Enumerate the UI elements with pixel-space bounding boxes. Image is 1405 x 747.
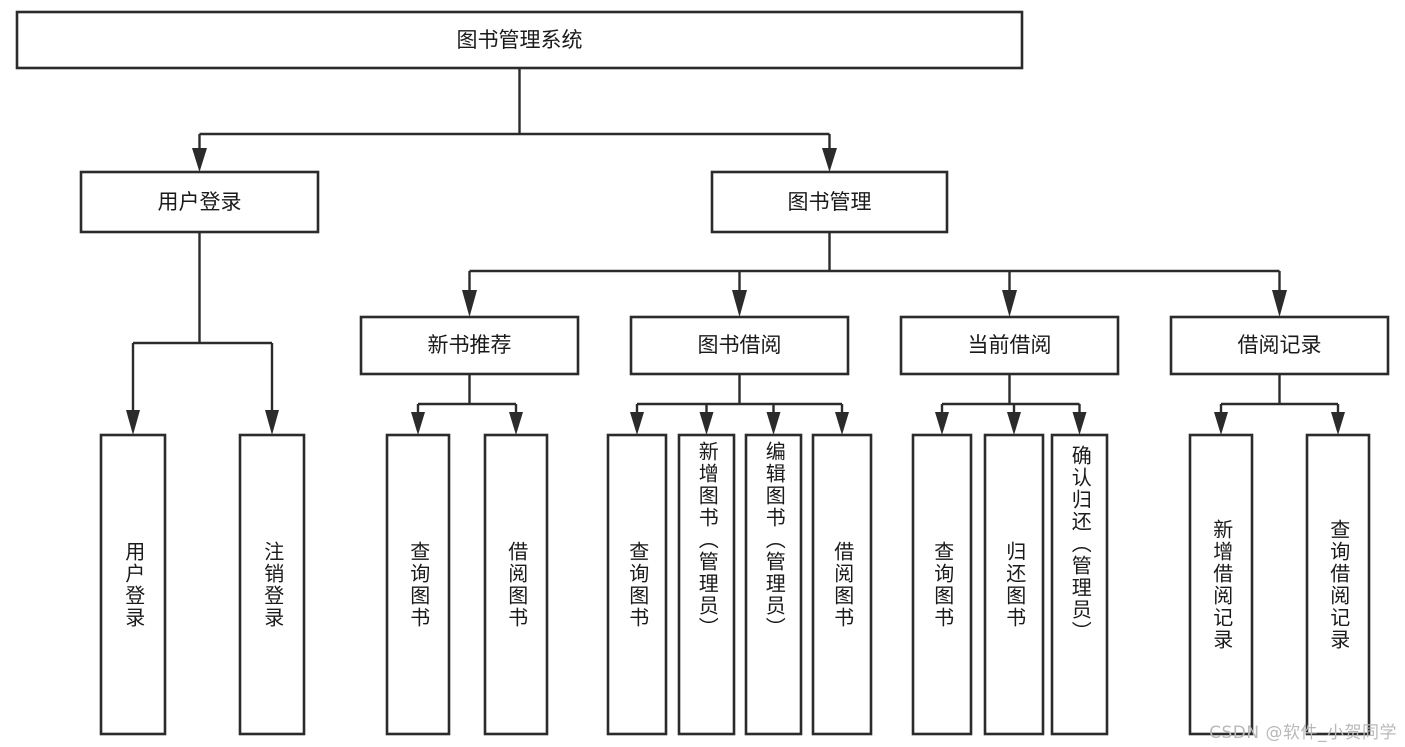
arrowhead-new-book-recommend [462,290,477,317]
arrowhead-leaf-query-record [1331,412,1345,435]
leaf-add-record-box[interactable] [1188,433,1254,736]
node-root-box[interactable] [15,10,1024,70]
node-new-book-recommend[interactable]: 新书推荐 [359,315,580,376]
node-current-borrow-box[interactable] [899,315,1120,376]
leaf-return-book-box[interactable] [983,433,1045,736]
connector-group-new-book-recommend [411,374,523,435]
arrowhead-leaf-return-book [1007,412,1021,435]
arrowhead-leaf-add-book [699,412,714,435]
arrowhead-leaf-confirm-return [1072,412,1087,435]
arrowhead-borrow-record [1272,290,1287,317]
node-root-label: 图书管理系统 [457,28,583,52]
leaf-confirm-return-box[interactable] [1050,433,1109,736]
node-new-book-recommend-box[interactable] [359,315,580,376]
node-user-login-label: 用户登录 [158,190,242,214]
leaf-query-record-box[interactable] [1305,433,1371,736]
leaf-query-book-2-box[interactable] [606,433,668,736]
node-book-manage-box[interactable] [710,170,949,234]
arrowhead-book-borrow [732,290,747,317]
node-borrow-record-box[interactable] [1169,315,1390,376]
connector-group-book-borrow [630,374,849,435]
leaf-borrow-book-1-box[interactable] [483,433,549,736]
arrowhead-book-manage [822,148,837,172]
leaf-user-logout-box[interactable] [238,433,306,736]
arrowhead-leaf-borrow-book-2 [835,412,849,435]
node-book-borrow[interactable]: 图书借阅 [629,315,850,376]
arrowhead-leaf-query-book-2 [630,412,644,435]
arrowhead-leaf-user-logout [265,410,279,435]
node-book-manage-label: 图书管理 [788,190,872,214]
leaf-borrow-book-2-box[interactable] [811,433,873,736]
arrowhead-user-login [192,148,207,172]
node-root[interactable]: 图书管理系统 [15,10,1024,70]
leaf-edit-book-box[interactable] [744,433,803,736]
connector-group-root [192,68,837,172]
node-user-login-box[interactable] [79,170,320,234]
node-current-borrow[interactable]: 当前借阅 [899,315,1120,376]
connector-group-current-borrow [935,374,1087,435]
connector-group-book-manage [462,232,1287,317]
node-book-borrow-box[interactable] [629,315,850,376]
node-new-book-recommend-label: 新书推荐 [428,333,512,357]
leaf-user-login-box[interactable] [99,433,167,736]
node-current-borrow-label: 当前借阅 [968,333,1052,357]
leaf-box-group [99,433,1371,736]
node-book-borrow-label: 图书借阅 [698,333,782,357]
connector-group-borrow-record [1214,374,1345,435]
arrowhead-leaf-user-login [126,410,140,435]
arrowhead-leaf-edit-book [766,412,781,435]
leaf-query-book-3-box[interactable] [911,433,973,736]
arrowhead-leaf-add-record [1214,412,1228,435]
node-borrow-record-label: 借阅记录 [1238,333,1322,357]
arrowhead-leaf-query-book-1 [411,412,425,435]
leaf-add-book-box[interactable] [677,433,736,736]
node-book-manage[interactable]: 图书管理 [710,170,949,234]
arrowhead-current-borrow [1002,290,1017,317]
leaf-query-book-1-box[interactable] [385,433,451,736]
node-borrow-record[interactable]: 借阅记录 [1169,315,1390,376]
csdn-watermark: CSDN @软件_小贺同学 [1209,723,1397,743]
arrowhead-leaf-borrow-book-1 [509,412,523,435]
arrowhead-leaf-query-book-3 [935,412,949,435]
node-user-login[interactable]: 用户登录 [79,170,320,234]
connector-group-user-login [126,232,279,435]
